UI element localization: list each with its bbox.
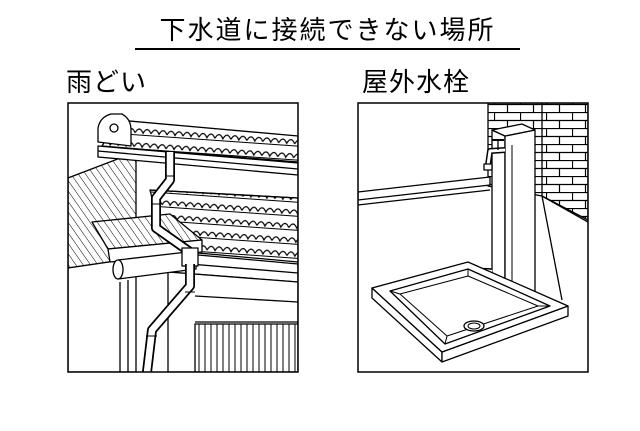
- faucet-post: [491, 123, 536, 301]
- faucet-spigot: [483, 139, 506, 171]
- basin-drain: [463, 320, 485, 332]
- outdoor-faucet-frame: [357, 102, 589, 373]
- downspout-lower: [142, 264, 195, 372]
- page-title: 下水道に接続できない場所: [135, 14, 520, 50]
- gutter-drop-box: [181, 247, 199, 267]
- outdoor-faucet-illustration: [357, 102, 589, 373]
- downspout-upper: [151, 152, 193, 257]
- wall-slats: [194, 323, 298, 372]
- outdoor-faucet-label: 屋外水栓: [362, 68, 471, 98]
- rain-gutter-illustration: [67, 102, 299, 373]
- rain-gutter-frame: [67, 102, 299, 373]
- water-basin: [371, 261, 569, 363]
- rain-gutter-label: 雨どい: [66, 68, 148, 98]
- fence-band: [358, 176, 491, 201]
